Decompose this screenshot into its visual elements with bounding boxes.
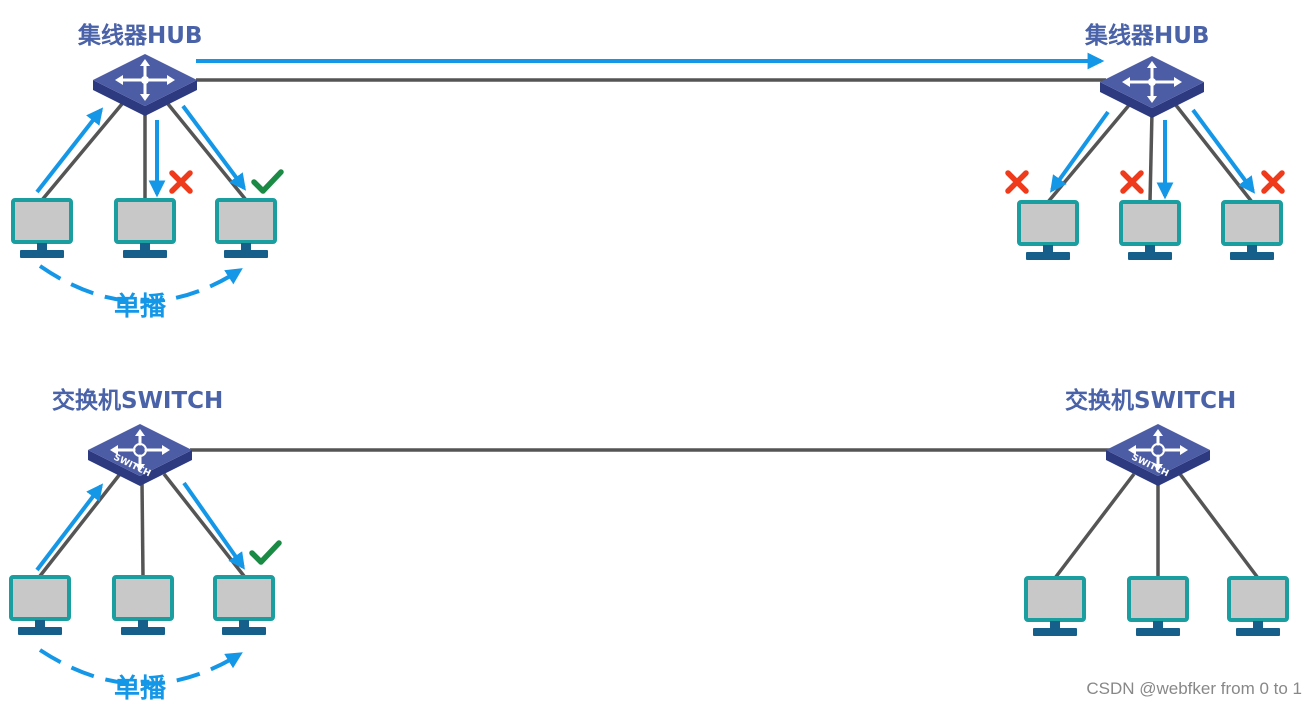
right-hub-pc-1-cross-icon [1008, 173, 1026, 191]
right-hub-icon [1098, 54, 1206, 120]
left-switch-pc-1-monitor-icon [9, 575, 71, 637]
left-hub-pc-2-monitor-icon [114, 198, 176, 260]
right-hub-pc-1-monitor-icon [1017, 200, 1079, 262]
right-hub-arrows [1050, 108, 1255, 200]
left-switch-title: 交换机SWITCH [52, 388, 224, 414]
right-switch-pc-2-monitor-icon [1127, 576, 1189, 638]
left-hub-title: 集线器HUB [78, 23, 203, 49]
left-switch-icon [86, 422, 194, 488]
left-switch-pc-3-monitor-icon [213, 575, 275, 637]
left-hub-pc-2-cross-icon [172, 173, 190, 191]
right-switch-pc-1-monitor-icon [1024, 576, 1086, 638]
left-hub-pc-3-checkmark-icon [254, 172, 281, 191]
left-switch-pc-2-monitor-icon [112, 575, 174, 637]
left-switch-pc-3-checkmark-icon [252, 543, 279, 562]
right-hub-title: 集线器HUB [1085, 23, 1210, 49]
right-switch-pc-3-monitor-icon [1227, 576, 1289, 638]
left-hub-arrows [35, 104, 247, 198]
right-hub-pc-2-monitor-icon [1119, 200, 1181, 262]
csdn-watermark: CSDN @webfker from 0 to 1 [1086, 679, 1302, 698]
right-switch-icon [1104, 422, 1212, 488]
left-switch-arrows [35, 481, 245, 572]
right-hub-pc-3-cross-icon [1264, 173, 1282, 191]
left-hub-icon [91, 52, 199, 118]
left-hub-pc-1-monitor-icon [11, 198, 73, 260]
left-hub-unicast-label: 单播 [114, 292, 167, 322]
right-switch-title: 交换机SWITCH [1065, 388, 1237, 414]
left-switch-unicast-label: 单播 [114, 674, 167, 704]
left-switch-unicast-dashed-arrow [38, 648, 243, 686]
left-hub-unicast-dashed-arrow [38, 264, 243, 304]
right-switch-cables [1053, 472, 1260, 580]
right-hub-pc-2-cross-icon [1123, 173, 1141, 191]
right-hub-pc-3-monitor-icon [1221, 200, 1283, 262]
left-hub-pc-3-monitor-icon [215, 198, 277, 260]
